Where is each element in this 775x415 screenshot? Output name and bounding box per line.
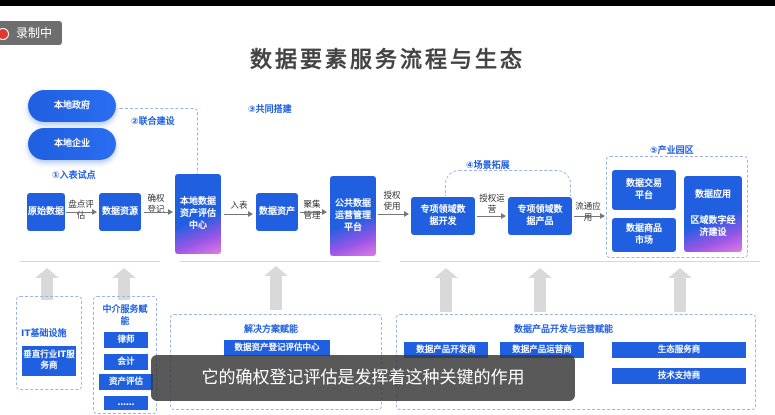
- top-bar: [0, 0, 775, 6]
- subtitle-caption: 它的确权登记评估是发挥着这种关键的作用: [151, 355, 575, 401]
- agency-asset-evaluation: 资产评估: [99, 374, 153, 390]
- scene-arc: [445, 170, 571, 196]
- vertical-it-provider: 垂直行业IT服务商: [22, 346, 76, 376]
- arrow-2: [144, 209, 173, 215]
- public-data-platform-node: 公共数据运营管理平台: [330, 176, 376, 256]
- arrow-5: [378, 211, 409, 217]
- edge-authorize-label: 授权使用: [383, 191, 401, 212]
- data-app-node: 数据应用 区域数字经济建设: [684, 176, 742, 252]
- separator-line: [180, 261, 380, 262]
- edge-auth-op-label: 授权运营: [479, 194, 505, 215]
- slide: 数据要素服务流程与生态 本地政府 本地企业 ②联合建设 ③共同搭建 ①入表试点 …: [0, 6, 775, 415]
- edge-confirm-label: 确权登记: [147, 194, 165, 215]
- data-goods-market-node: 数据商品市场: [612, 218, 676, 252]
- it-infra-box: [16, 296, 82, 390]
- step-5-label: ⑤产业园区: [650, 146, 694, 156]
- local-enterprise-node: 本地企业: [28, 128, 116, 160]
- product-ops-title: 数据产品开发与运营赋能: [514, 325, 614, 335]
- record-dot-icon: [0, 28, 9, 40]
- up-arrow-icon: [264, 266, 288, 310]
- agency-accounting: 会计: [104, 354, 148, 370]
- local-government-node: 本地政府: [28, 90, 116, 122]
- edge-entry-label: 入表: [230, 201, 248, 211]
- step-4-label: ④场景拓展: [466, 161, 510, 171]
- industrial-park-box: [606, 156, 748, 258]
- up-arrow-icon: [434, 268, 458, 312]
- asset-registration-center: 数据资产登记评估中心: [224, 340, 330, 356]
- separator-line: [400, 261, 760, 262]
- asset-evaluation-center-node: 本地数据资产评估中心: [175, 174, 221, 254]
- arrow-6: [477, 213, 506, 219]
- edge-inventory-label: 盘点评估: [68, 200, 94, 221]
- up-arrow-icon: [35, 268, 59, 300]
- tech-support-provider: 技术支持商: [612, 368, 746, 384]
- arrow-1: [66, 209, 97, 215]
- up-arrow-icon: [528, 268, 552, 312]
- data-app-label: 数据应用: [694, 190, 731, 200]
- edge-circulate-label: 流通应用: [575, 202, 601, 223]
- agency-lawyer: 律师: [104, 332, 148, 348]
- step-2-label: ②联合建设: [131, 117, 175, 127]
- it-infra-title: IT基础设施: [21, 329, 67, 339]
- up-arrow-icon: [112, 268, 136, 300]
- step-3-label: ③共同搭建: [248, 105, 292, 115]
- agency-title: 中介服务赋能: [102, 305, 148, 327]
- joint-build-connector: [116, 108, 198, 176]
- domain-data-dev-node: 专项领域数据开发: [411, 197, 475, 235]
- arrow-4: [300, 209, 327, 215]
- solution-title: 解决方案赋能: [244, 325, 299, 335]
- arrow-7: [574, 213, 605, 219]
- up-arrow-icon: [668, 268, 692, 312]
- data-resource-node: 数据资源: [99, 193, 141, 231]
- arrow-3: [224, 211, 253, 217]
- recording-badge[interactable]: 录制中: [0, 21, 62, 45]
- data-exchange-node: 数据交易平台: [612, 170, 676, 210]
- product-developer: 数据产品开发商: [404, 342, 488, 358]
- page-title: 数据要素服务流程与生态: [249, 48, 525, 73]
- step-1-label: ①入表试点: [52, 171, 96, 181]
- ecosystem-provider: 生态服务商: [612, 342, 746, 358]
- raw-data-node: 原始数据: [27, 193, 65, 231]
- domain-data-product-node: 专项领域数据产品: [508, 197, 572, 235]
- separator-line: [20, 261, 160, 262]
- data-asset-node: 数据资产: [256, 193, 298, 231]
- edge-gather-label: 聚集管理: [303, 200, 321, 221]
- region-digital-label: 区域数字经济建设: [690, 216, 736, 238]
- recording-label: 录制中: [16, 26, 53, 40]
- product-operator: 数据产品运营商: [500, 342, 584, 358]
- agency-more: ……: [104, 396, 148, 410]
